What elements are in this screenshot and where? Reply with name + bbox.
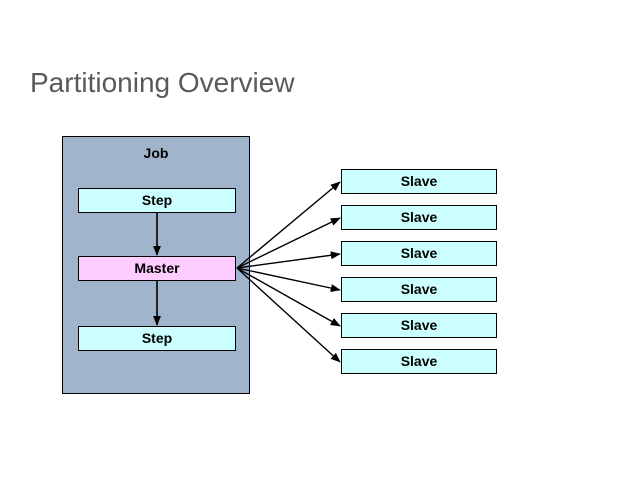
arrow-master-to-slave-4 (236, 267, 341, 292)
slave-box-2[interactable]: Slave (341, 205, 497, 230)
slave-box-5[interactable]: Slave (341, 313, 497, 338)
arrow-master-to-slave-2 (236, 217, 341, 269)
page-title: Partitioning Overview (30, 67, 295, 98)
step-box-bottom[interactable]: Step (78, 326, 236, 351)
slave-box-1[interactable]: Slave (341, 169, 497, 194)
slave-box-4[interactable]: Slave (341, 277, 497, 302)
arrow-master-to-slave-6 (236, 267, 341, 363)
arrow-master-to-slave-5 (236, 267, 341, 327)
slave-box-3[interactable]: Slave (341, 241, 497, 266)
arrow-master-to-slave-1 (236, 181, 341, 269)
master-box[interactable]: Master (78, 256, 236, 281)
job-label: Job (143, 145, 169, 161)
arrow-master-to-slave-3 (236, 251, 341, 269)
slave-box-6[interactable]: Slave (341, 349, 497, 374)
step-box-top[interactable]: Step (78, 188, 236, 213)
